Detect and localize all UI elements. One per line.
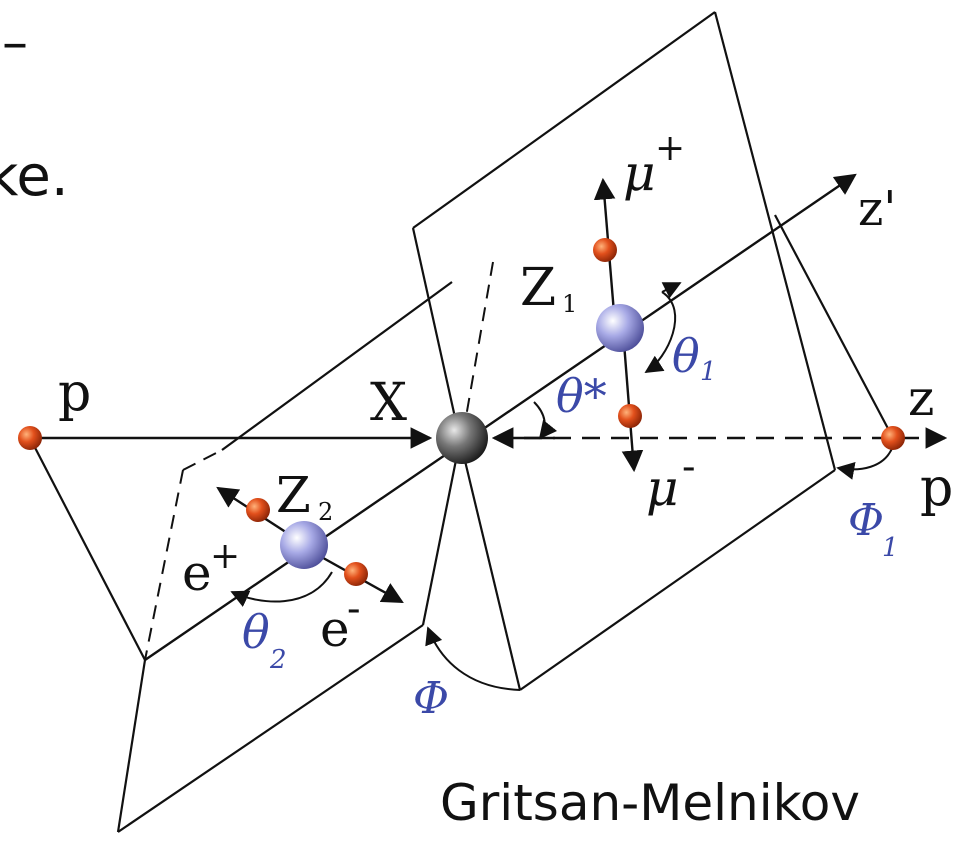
label-mu-minus: μ <box>646 459 679 517</box>
label-e-plus-sup: + <box>210 536 240 577</box>
boson-z1-marker <box>596 304 644 352</box>
proton-left-marker <box>18 426 42 450</box>
label-phi1-sub: 1 <box>882 533 899 563</box>
boson-z2-marker <box>280 521 328 569</box>
hidden-edges <box>144 261 494 661</box>
angle-arcs <box>230 282 894 691</box>
label-z2-sub: 2 <box>318 498 333 526</box>
label-p-left: p <box>58 363 91 423</box>
label-mu-plus: μ <box>623 144 656 202</box>
label-z2: Z <box>276 466 311 524</box>
label-theta1: θ <box>672 329 700 383</box>
label-theta2-sub: 2 <box>269 645 287 675</box>
mu-minus-track <box>621 329 644 473</box>
label-e-minus: e <box>320 600 350 658</box>
label-phi1: Φ <box>848 495 884 546</box>
label-p-right: p <box>920 458 953 518</box>
electron-minus-marker <box>344 562 368 586</box>
label-mu-minus-sup: - <box>682 444 696 490</box>
label-z: z <box>908 369 934 427</box>
axes <box>30 173 948 661</box>
label-z-prime: z' <box>858 181 896 237</box>
label-theta-star: θ* <box>556 369 607 423</box>
plane-edges <box>29 11 894 833</box>
label-e-plus: e <box>182 544 212 602</box>
particle-labels: p X Z 1 Z 2 μ + μ - e + e - z' z p <box>58 128 953 658</box>
label-theta1-sub: 1 <box>700 357 717 387</box>
slide-fragment-text: ke. <box>0 144 69 209</box>
label-e-minus-sup: - <box>347 586 361 632</box>
z-prime-axis <box>144 173 857 661</box>
proton-right-marker <box>881 426 905 450</box>
label-z1: Z <box>520 258 556 318</box>
label-mu-plus-sup: + <box>655 128 685 169</box>
muon-minus-marker <box>618 404 642 428</box>
label-z1-sub: 1 <box>562 290 577 318</box>
label-theta2: θ <box>242 605 270 659</box>
credit-text: Gritsan-Melnikov <box>440 774 860 832</box>
resonance-x-marker <box>436 412 488 464</box>
muon-plus-marker <box>593 238 617 262</box>
slide-fragment-dash: – <box>2 13 28 73</box>
label-phi: Φ <box>413 673 449 724</box>
angle-labels: θ 1 θ* θ 2 Φ 1 Φ <box>242 329 899 724</box>
electron-plus-marker <box>246 498 270 522</box>
label-x: X <box>370 373 407 433</box>
